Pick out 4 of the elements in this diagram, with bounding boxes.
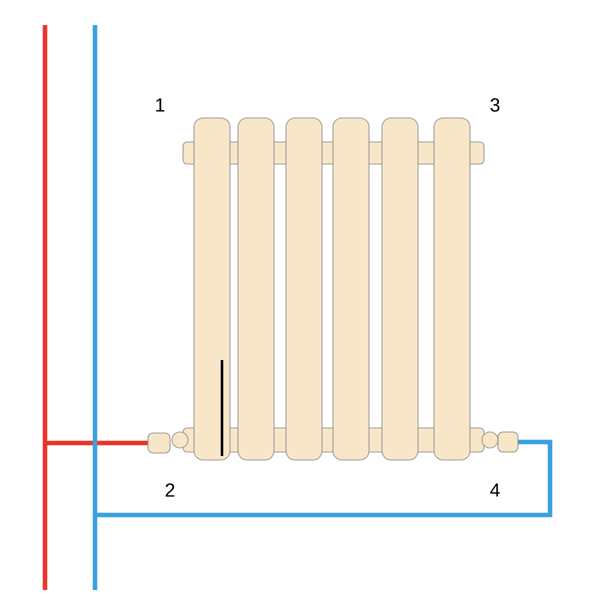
callout-number: 3 [490, 98, 500, 112]
callout-number: 1 [156, 98, 164, 112]
callout-number: 4 [490, 483, 500, 497]
callout-number: 2 [166, 483, 174, 497]
